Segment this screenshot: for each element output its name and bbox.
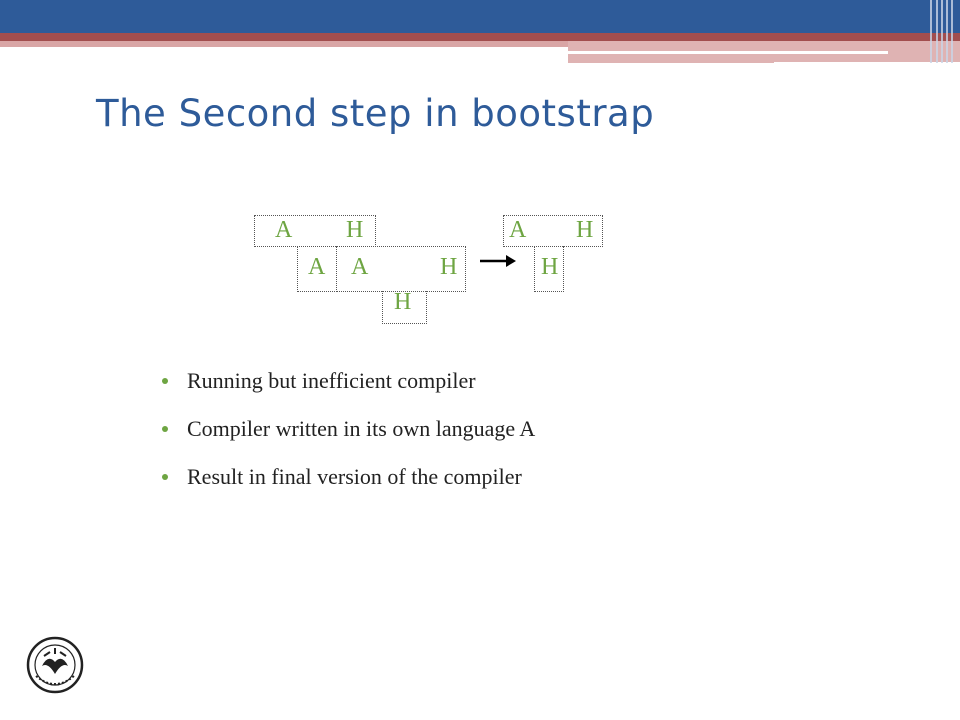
list-item: Result in final version of the compiler	[162, 462, 535, 510]
top-blue-bar	[0, 0, 960, 33]
top-pink-bar	[0, 41, 568, 47]
result-t-top	[503, 215, 603, 247]
result-t-top-left-label: A	[509, 217, 527, 243]
result-t-bottom-label: H	[541, 254, 559, 280]
list-item: Compiler written in its own language A	[162, 414, 535, 462]
top-white-line-2	[774, 62, 960, 65]
middle-t-top	[337, 246, 466, 292]
list-item: Running but inefficient compiler	[162, 366, 535, 414]
top-white-line	[568, 51, 888, 54]
left-t-top-left-label: A	[275, 217, 293, 243]
middle-t-top-left-label: A	[351, 254, 369, 280]
arrow-right-icon	[480, 255, 516, 267]
slide-title: The Second step in bootstrap	[96, 92, 655, 135]
middle-t-stem	[382, 291, 427, 324]
middle-t-top-right-label: H	[440, 254, 458, 280]
left-t-stem	[297, 246, 337, 292]
result-t-stem	[534, 246, 564, 292]
university-logo	[26, 636, 84, 694]
left-t-top	[254, 215, 376, 247]
middle-t-bottom-label: H	[394, 289, 412, 315]
bullet-dot	[162, 378, 168, 384]
bullet-dot	[162, 474, 168, 480]
result-t-top-right-label: H	[576, 217, 594, 243]
bullet-list: Running but inefficient compiler Compile…	[162, 366, 535, 510]
top-red-bar	[0, 33, 960, 41]
middle-t-left-label: A	[308, 254, 326, 280]
bullet-dot	[162, 426, 168, 432]
left-t-top-right-label: H	[346, 217, 364, 243]
